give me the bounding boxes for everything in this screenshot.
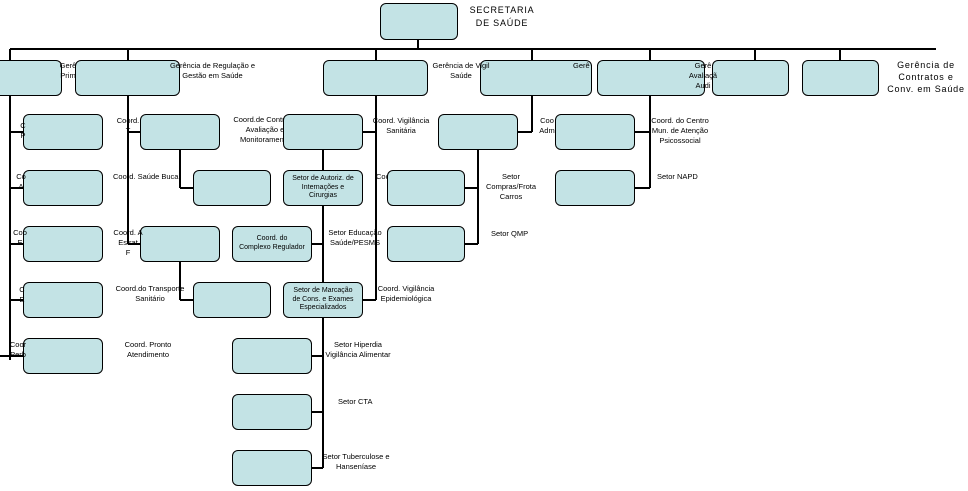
coord-label-saude-bucal: Coord. Saúde Bucal xyxy=(113,172,181,181)
gerencia-box-3[interactable] xyxy=(323,60,428,96)
coord-label-vigilancia-sanitaria: Coord. Vigilância Sanitária xyxy=(372,116,430,135)
coord-label-adm: Coo Adm xyxy=(539,116,555,135)
setor-box-hiperdia[interactable] xyxy=(232,338,312,374)
coord-label-t: Coord. T xyxy=(116,116,140,135)
coord-label-left-5: Coor Perb xyxy=(9,340,27,359)
gerencia-label-4: Gerê xyxy=(573,61,590,70)
coord-label-estrat: Coord. A Estrat F xyxy=(113,228,143,257)
setor-box-qmp[interactable] xyxy=(387,226,465,262)
coord-label-vigilancia-epidemiologica: Coord. Vigilância Epidemiológica xyxy=(377,284,435,303)
coord-box-left-5[interactable] xyxy=(23,338,103,374)
gerencia-label-3: Gerência de Vigil Saúde xyxy=(432,61,490,80)
coord-box-saude-bucal[interactable] xyxy=(193,170,271,206)
coord-box-left-3[interactable] xyxy=(23,226,103,262)
setor-label-cta: Setor CTA xyxy=(338,397,373,406)
coord-box-left-2[interactable] xyxy=(23,170,103,206)
gerencia-box-1[interactable] xyxy=(0,60,62,96)
coord-label-left-2: Co A xyxy=(16,172,26,191)
coord-label-controle: Coord.de Controle, Avaliação e Monitoram… xyxy=(233,115,297,144)
gerencia-box-7[interactable] xyxy=(802,60,879,96)
coord-label-left-3: Coo E xyxy=(13,228,27,247)
setor-box-autoriz[interactable]: Setor de Autoriz. de Internações e Cirur… xyxy=(283,170,363,206)
coord-label-caps: Coord. do Centro Mun. de Atenção Psicoss… xyxy=(651,116,709,145)
setor-label-educacao: Setor Educação Saúde/PESMS xyxy=(328,228,382,247)
coord-box-administrativa[interactable] xyxy=(438,114,518,150)
setor-label-qmp: Setor QMP xyxy=(491,229,529,238)
gerencia-label-5: Gerê Avaliaçã Audi xyxy=(688,61,718,90)
gerencia-box-6[interactable] xyxy=(712,60,789,96)
gerencia-box-2[interactable] xyxy=(75,60,180,96)
coord-label-pronto-atendimento: Coord. Pronto Atendimento xyxy=(124,340,172,359)
setor-label-tuberculose: Setor Tuberculose e Hanseníase xyxy=(322,452,390,471)
setor-label-napd: Setor NAPD xyxy=(657,172,698,181)
setor-box-napd[interactable] xyxy=(555,170,635,206)
coord-box-controle[interactable] xyxy=(140,114,220,150)
root-label: SECRETARIA DE SAÚDE xyxy=(469,5,535,29)
gerencia-label-1: Gerê Prim xyxy=(59,61,77,80)
setor-box-compras[interactable] xyxy=(387,170,465,206)
coord-box-caps[interactable] xyxy=(555,114,635,150)
coord-label-coo: Coo xyxy=(376,172,390,181)
gerencia-box-4[interactable] xyxy=(480,60,592,96)
coord-box-transporte[interactable] xyxy=(193,282,271,318)
setor-box-tuberculose[interactable] xyxy=(232,450,312,486)
gerencia-box-5[interactable] xyxy=(597,60,705,96)
coord-label-left-1: C P xyxy=(20,121,26,140)
coord-box-left-4[interactable] xyxy=(23,282,103,318)
coord-box-left-1[interactable] xyxy=(23,114,103,150)
setor-label-hiperdia: Setor Hiperdia Vigilância Alimentar xyxy=(325,340,391,359)
setor-box-cta[interactable] xyxy=(232,394,312,430)
coord-label-left-4: C E xyxy=(19,285,25,304)
gerencia-label-2: Gerência de Regulação e Gestão em Saúde xyxy=(169,61,256,80)
gerencia-label-6: Gerência de Contratos e Conv. em Saúde xyxy=(887,60,965,95)
setor-label-compras: Setor Compras/Frota Carros xyxy=(485,172,536,201)
coord-box-complexo-regulador[interactable]: Coord. do Complexo Regulador xyxy=(232,226,312,262)
coord-label-transporte: Coord.do Transporte Sanitário xyxy=(115,284,185,303)
coord-box-vigilancia-sanitaria[interactable] xyxy=(283,114,363,150)
root-box[interactable] xyxy=(380,3,458,40)
coord-box-atencao-estrat[interactable] xyxy=(140,226,220,262)
setor-box-marcacao[interactable]: Setor de Marcação de Cons. e Exames Espe… xyxy=(283,282,363,318)
